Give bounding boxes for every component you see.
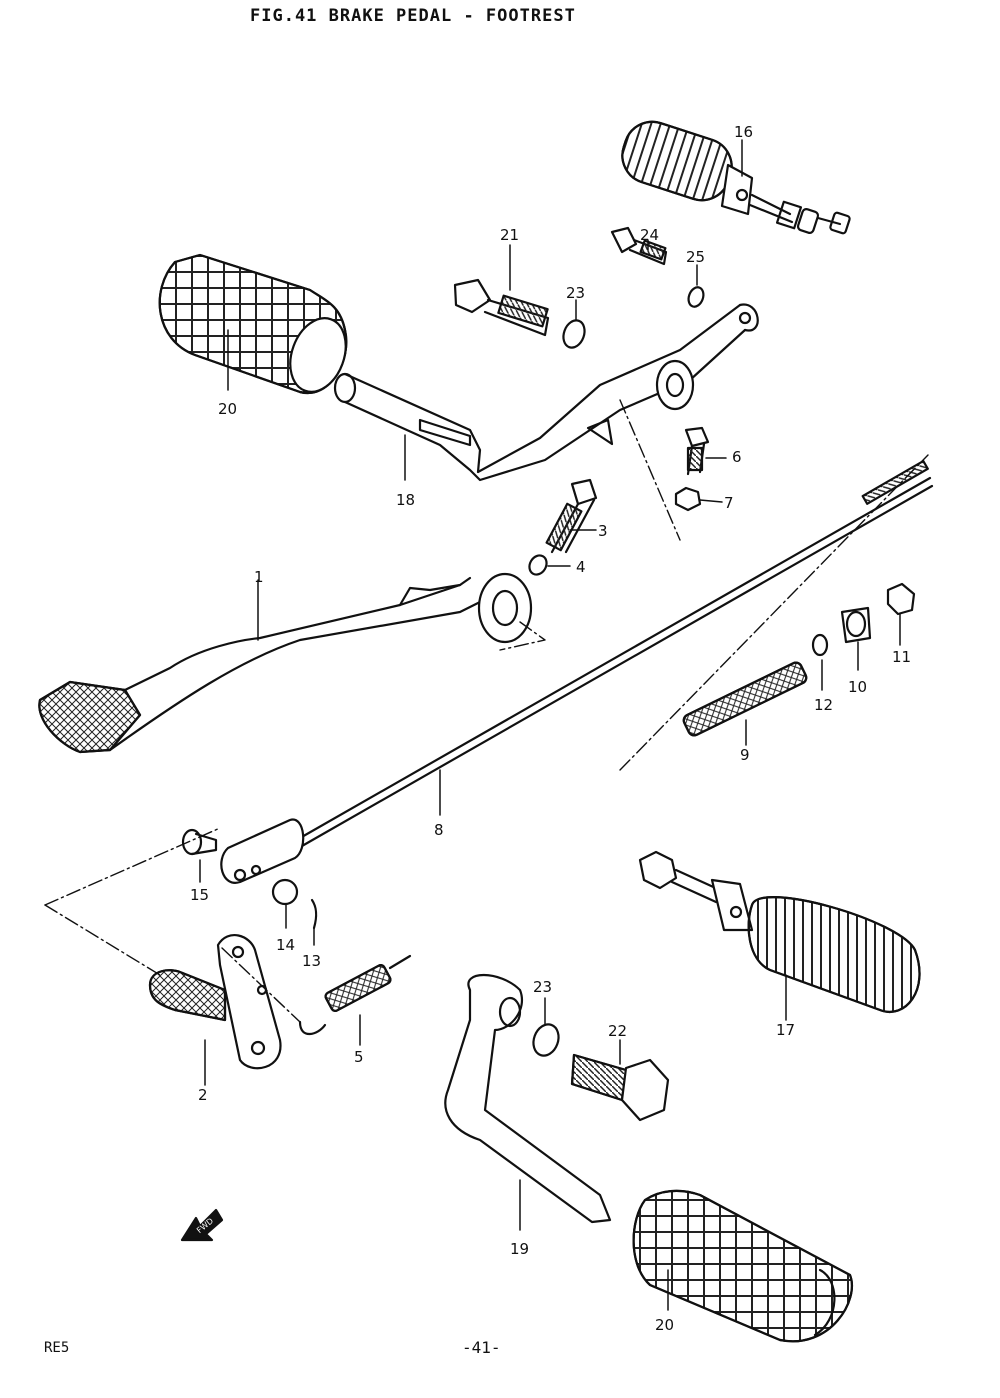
- callout-15: 15: [190, 886, 209, 904]
- footrest-17: [638, 850, 921, 1021]
- callout-21: 21: [500, 226, 519, 244]
- callout-14: 14: [276, 936, 295, 954]
- pin-15: [181, 828, 218, 883]
- callout-24: 24: [640, 226, 659, 244]
- washer-23-lower: [532, 997, 560, 1057]
- callout-2: 2: [198, 1086, 208, 1104]
- callout-3: 3: [598, 522, 608, 540]
- callout-23-upper: 23: [566, 284, 585, 302]
- footrest-16: [621, 120, 851, 235]
- washer-25: [687, 264, 705, 308]
- footrest-rubber-20-upper: [158, 253, 348, 395]
- bolt-3: [545, 478, 598, 554]
- pedal-shaft-2: [148, 934, 282, 1086]
- nut-7: [674, 486, 723, 512]
- nut-11: [886, 582, 916, 646]
- bolt-6: [684, 426, 727, 476]
- washer-14: [271, 878, 299, 929]
- callout-25: 25: [686, 248, 705, 266]
- callout-12: 12: [814, 696, 833, 714]
- callout-1: 1: [254, 568, 264, 586]
- callout-17: 17: [776, 1021, 795, 1039]
- callout-8: 8: [434, 821, 444, 839]
- cotter-pin-13: [310, 898, 318, 946]
- callout-10: 10: [848, 678, 867, 696]
- callout-23-lower: 23: [533, 978, 552, 996]
- bolt-24: [610, 226, 668, 266]
- washer-12: [811, 633, 829, 691]
- callout-5: 5: [354, 1048, 364, 1066]
- figure-title: FIG.41 BRAKE PEDAL - FOOTREST: [250, 6, 576, 26]
- bracket-18: [333, 303, 759, 482]
- rod-end-clevis: [220, 818, 305, 884]
- model-code: RE5: [44, 1340, 70, 1356]
- bolt-21: [453, 244, 550, 337]
- adjust-spring-9: [682, 661, 808, 746]
- bolt-22: [570, 1039, 670, 1122]
- washer-23-upper: [562, 299, 586, 349]
- callout-9: 9: [740, 746, 750, 764]
- callout-6: 6: [732, 448, 742, 466]
- front-direction-arrow: [180, 1208, 224, 1242]
- callout-19: 19: [510, 1240, 529, 1258]
- callout-13: 13: [302, 952, 321, 970]
- brake-rod-8: [298, 459, 934, 848]
- callout-16: 16: [734, 123, 753, 141]
- callout-labels: 1 2 3 4 5 6 7 8 9 10 11 12 13 14 15 16 1…: [190, 123, 911, 1334]
- joint-10: [840, 606, 872, 671]
- bracket-19: [444, 973, 612, 1231]
- callout-20-lower: 20: [655, 1316, 674, 1334]
- spring-5: [298, 954, 412, 1046]
- callout-18: 18: [396, 491, 415, 509]
- page-number: -41-: [462, 1338, 501, 1357]
- assembly-lines: [44, 399, 929, 1023]
- callout-20-upper: 20: [218, 400, 237, 418]
- brake-pedal-1: [38, 572, 533, 754]
- callout-4: 4: [576, 558, 586, 576]
- washer-4: [528, 554, 571, 576]
- footrest-rubber-20-lower: [632, 1189, 853, 1343]
- callout-7: 7: [724, 494, 734, 512]
- callout-11: 11: [892, 648, 911, 666]
- callout-22: 22: [608, 1022, 627, 1040]
